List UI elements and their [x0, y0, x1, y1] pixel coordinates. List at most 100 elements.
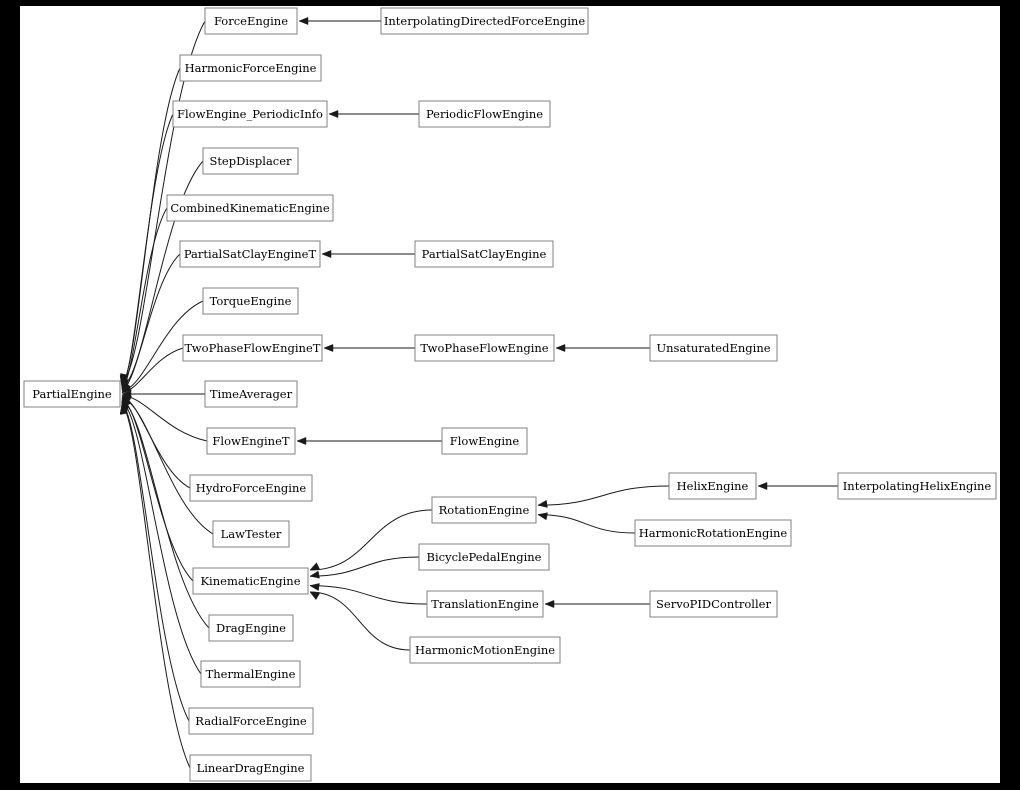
edge-arrowhead [544, 600, 555, 608]
class-node-box[interactable] [431, 496, 537, 524]
edge-arrowhead [537, 499, 548, 508]
class-node-bicyclepedalengine[interactable]: BicyclePedalEngine [418, 543, 550, 571]
class-node-rotationengine[interactable]: RotationEngine [431, 496, 537, 524]
class-node-combinedkinematicengine[interactable]: CombinedKinematicEngine [166, 194, 334, 222]
class-node-label: PartialSatClayEngineT [184, 247, 317, 261]
class-node-interpolatingdirectedforceengine[interactable]: InterpolatingDirectedForceEngine [380, 7, 589, 35]
class-node-box[interactable] [414, 334, 555, 362]
class-node-box[interactable] [189, 754, 312, 782]
class-node-box[interactable] [418, 100, 551, 128]
edge-arrowhead [537, 512, 548, 521]
class-node-periodicflowengine[interactable]: PeriodicFlowEngine [418, 100, 551, 128]
class-node-lineardragengine[interactable]: LinearDragEngine [189, 754, 312, 782]
class-node-box[interactable] [426, 590, 544, 618]
class-node-box[interactable] [189, 474, 313, 502]
inheritance-edge [121, 397, 214, 535]
class-node-lawtester[interactable]: LawTester [212, 520, 290, 548]
class-node-unsaturatedengine[interactable]: UnsaturatedEngine [649, 334, 778, 362]
class-node-thermalengine[interactable]: ThermalEngine [200, 660, 301, 688]
class-node-flowenginet[interactable]: FlowEngineT [206, 427, 296, 455]
inheritance-edge [537, 485, 670, 506]
class-node-box[interactable] [380, 7, 589, 35]
class-node-box[interactable] [668, 472, 757, 500]
class-node-label: CombinedKinematicEngine [170, 201, 329, 215]
class-node-box[interactable] [192, 567, 309, 595]
class-node-box[interactable] [200, 660, 301, 688]
class-node-box[interactable] [208, 614, 294, 642]
edge-arrowhead [323, 344, 334, 352]
class-node-label: KinematicEngine [200, 574, 300, 588]
class-node-partialsatclayengine[interactable]: PartialSatClayEngine [414, 240, 554, 268]
class-node-label: StepDisplacer [209, 154, 292, 168]
class-node-box[interactable] [188, 707, 314, 735]
edge-arrowhead [309, 570, 320, 579]
class-node-box[interactable] [837, 472, 997, 500]
class-node-label: LinearDragEngine [197, 761, 305, 775]
edge-arrowhead [309, 591, 320, 601]
class-node-box[interactable] [202, 287, 299, 315]
class-node-box[interactable] [204, 380, 298, 408]
edge-layer [119, 17, 838, 769]
class-node-radialforceengine[interactable]: RadialForceEngine [188, 707, 314, 735]
class-node-box[interactable] [23, 380, 121, 408]
edge-arrowhead [296, 437, 307, 445]
class-node-box[interactable] [206, 427, 296, 455]
class-node-hydroforceengine[interactable]: HydroForceEngine [189, 474, 313, 502]
class-node-servopidcontroller[interactable]: ServoPIDController [649, 590, 778, 618]
inheritance-edge [309, 585, 428, 605]
inheritance-edge [309, 591, 411, 651]
class-node-box[interactable] [179, 54, 322, 82]
class-node-twophaseflowenginet[interactable]: TwoPhaseFlowEngineT [182, 334, 323, 362]
class-node-kinematicengine[interactable]: KinematicEngine [192, 567, 309, 595]
class-node-harmonicforceengine[interactable]: HarmonicForceEngine [179, 54, 322, 82]
class-node-label: LawTester [221, 527, 282, 541]
edge-arrowhead [321, 250, 332, 258]
inheritance-edge [309, 509, 433, 571]
class-node-flowengine[interactable]: FlowEngine [441, 427, 528, 455]
class-node-label: FlowEngine_PeriodicInfo [177, 107, 323, 121]
class-node-interpolatinghelixengine[interactable]: InterpolatingHelixEngine [837, 472, 997, 500]
edge-arrowhead [121, 383, 132, 394]
class-node-label: HarmonicRotationEngine [639, 526, 788, 540]
class-node-partialsatclayenginet[interactable]: PartialSatClayEngineT [179, 240, 321, 268]
inheritance-edge [121, 67, 181, 385]
class-node-box[interactable] [441, 427, 528, 455]
class-node-box[interactable] [172, 100, 328, 128]
class-node-dragengine[interactable]: DragEngine [208, 614, 294, 642]
class-node-flowengine_periodicinfo[interactable]: FlowEngine_PeriodicInfo [172, 100, 328, 128]
class-node-box[interactable] [166, 194, 334, 222]
class-node-box[interactable] [414, 240, 554, 268]
class-node-box[interactable] [634, 519, 792, 547]
class-node-box[interactable] [182, 334, 323, 362]
class-node-label: PartialSatClayEngine [422, 247, 547, 261]
class-node-box[interactable] [409, 636, 561, 664]
class-node-label: RotationEngine [439, 503, 530, 517]
inheritance-edge [121, 400, 210, 629]
node-layer: PartialEngine ForceEngine InterpolatingDir… [23, 7, 997, 782]
class-node-box[interactable] [649, 590, 778, 618]
class-node-label: HarmonicMotionEngine [415, 643, 555, 657]
class-node-stepdisplacer[interactable]: StepDisplacer [202, 147, 299, 175]
class-node-box[interactable] [204, 7, 298, 35]
class-node-helixengine[interactable]: HelixEngine [668, 472, 757, 500]
class-node-partialengine[interactable]: PartialEngine [23, 380, 121, 408]
class-node-timeaverager[interactable]: TimeAverager [204, 380, 298, 408]
class-node-harmonicrotationengine[interactable]: HarmonicRotationEngine [634, 519, 792, 547]
class-node-label: TranslationEngine [431, 597, 539, 611]
class-node-box[interactable] [202, 147, 299, 175]
class-node-label: TorqueEngine [210, 294, 292, 308]
class-node-translationengine[interactable]: TranslationEngine [426, 590, 544, 618]
class-node-box[interactable] [212, 520, 290, 548]
class-node-label: TimeAverager [210, 387, 293, 401]
class-node-twophaseflowengine[interactable]: TwoPhaseFlowEngine [414, 334, 555, 362]
class-node-label: HarmonicForceEngine [185, 61, 317, 75]
class-node-label: RadialForceEngine [195, 714, 307, 728]
class-node-box[interactable] [179, 240, 321, 268]
class-node-box[interactable] [418, 543, 550, 571]
class-node-forceengine[interactable]: ForceEngine [204, 7, 298, 35]
class-node-torqueengine[interactable]: TorqueEngine [202, 287, 299, 315]
class-node-box[interactable] [649, 334, 778, 362]
class-node-harmonicmotionengine[interactable]: HarmonicMotionEngine [409, 636, 561, 664]
class-node-label: FlowEngineT [212, 434, 289, 448]
